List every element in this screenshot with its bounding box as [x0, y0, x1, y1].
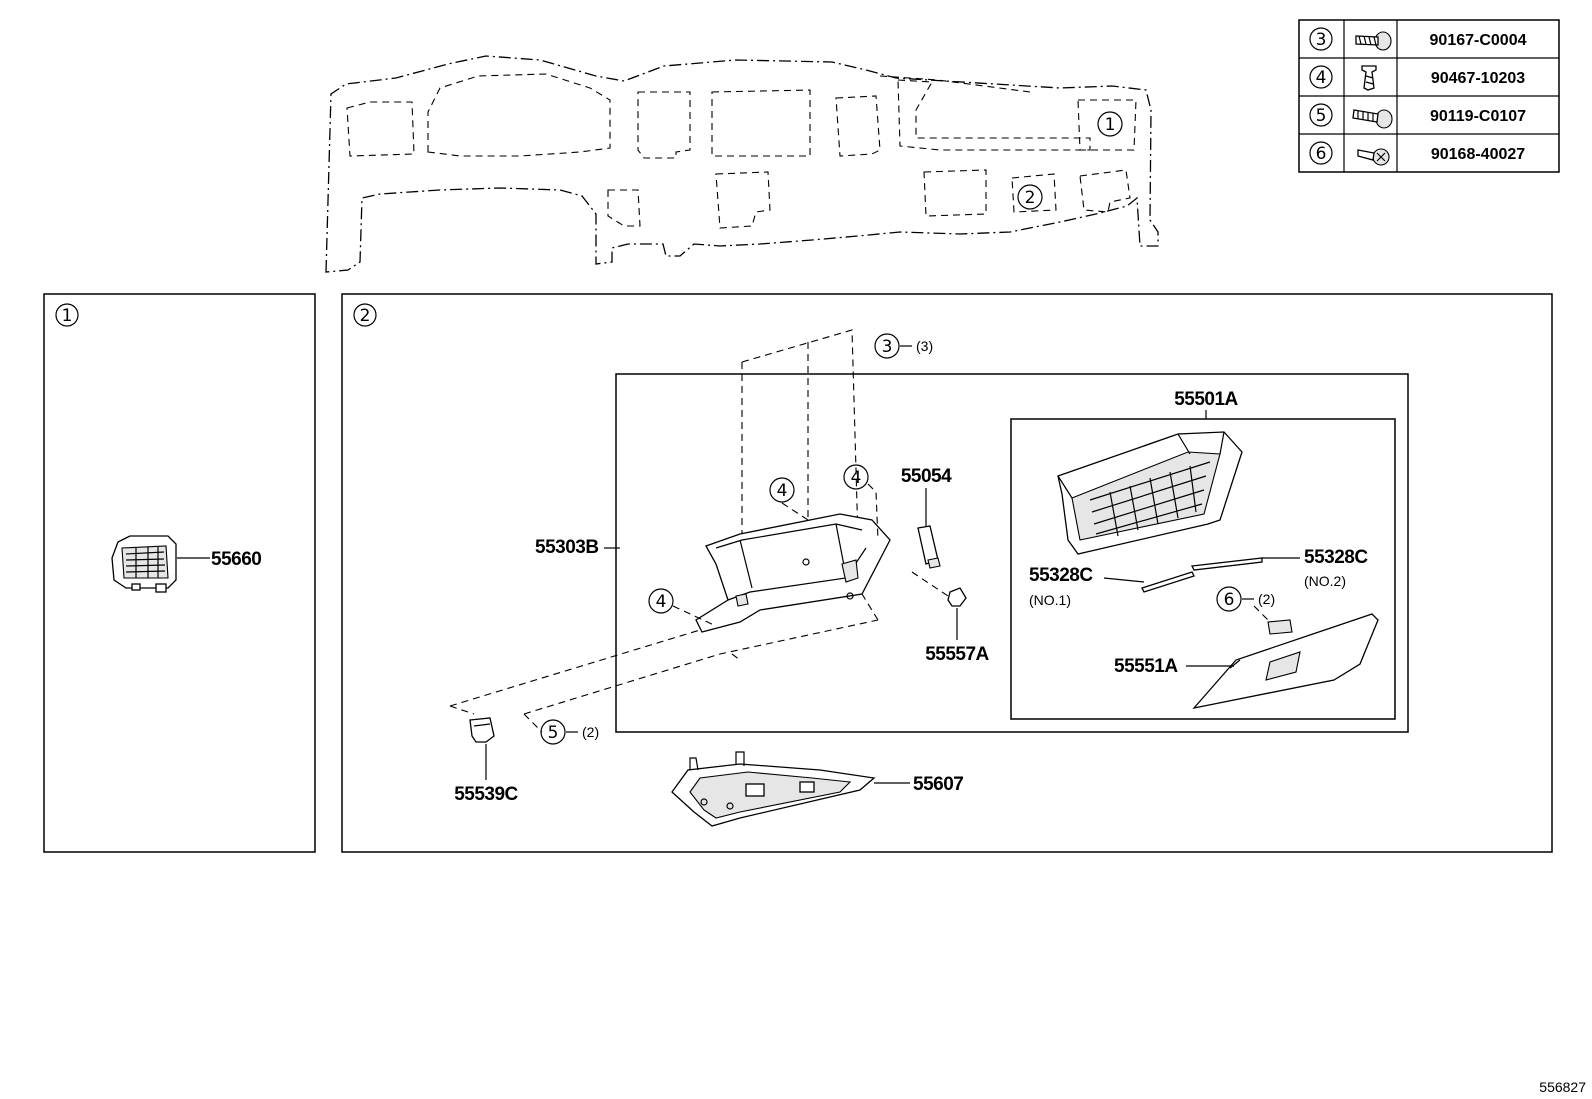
glove-box-door-part	[1057, 431, 1243, 555]
callout-3: 3	[882, 337, 893, 357]
callout-6-qty: (2)	[1258, 591, 1275, 607]
part-number-55551A: 55551A	[1114, 656, 1178, 677]
damper-part-55054	[917, 525, 941, 569]
part-number-55303B: 55303B	[535, 537, 599, 558]
callout-3-qty: (3)	[916, 338, 933, 354]
clip-icon	[1361, 65, 1377, 91]
air-vent-part	[111, 535, 177, 593]
part-number-55660: 55660	[211, 549, 261, 570]
part-number-55328C-no2-note: (NO.2)	[1304, 573, 1346, 589]
part-number-55501A: 55501A	[1174, 389, 1238, 410]
callout-5-qty: (2)	[582, 724, 599, 740]
bolt-washer-icon	[1352, 109, 1393, 129]
part-number-55328C-no1: 55328C	[1029, 565, 1093, 586]
callout-6: 6	[1224, 590, 1235, 610]
fastener-table: 3 90167-C0004 4 90467-10203 5	[1298, 19, 1560, 173]
part-number-55607: 55607	[913, 774, 963, 795]
fastener-part-number: 90119-C0107	[1430, 108, 1526, 125]
part-number-55557A: 55557A	[925, 644, 989, 665]
bolt-washer-icon	[1355, 31, 1392, 51]
callout-4-upper-left: 4	[777, 481, 788, 501]
stopper-part-55557A	[947, 587, 967, 607]
diagram-id: 556827	[1539, 1079, 1586, 1095]
fastener-ref: 4	[1316, 68, 1327, 88]
panel-2-ref: 2	[360, 306, 371, 326]
fastener-part-number: 90167-C0004	[1430, 32, 1527, 49]
fastener-row: 4 90467-10203	[1309, 65, 1525, 91]
fastener-part-number: 90467-10203	[1431, 70, 1525, 87]
lower-cover-part-55607	[671, 751, 876, 827]
fastener-row: 5 90119-C0107	[1309, 103, 1526, 129]
fastener-ref: 5	[1316, 106, 1327, 126]
part-number-55328C-no2: 55328C	[1304, 547, 1368, 568]
panel-1-ref: 1	[62, 306, 73, 326]
panel-1: 1 55660	[43, 293, 316, 853]
glove-box-outer-panel	[1192, 613, 1379, 710]
part-number-55054: 55054	[901, 466, 952, 487]
dash-callout-2: 2	[1025, 188, 1036, 208]
callout-5: 5	[548, 723, 559, 743]
callout-4-upper-right: 4	[851, 468, 862, 488]
fastener-ref: 6	[1316, 144, 1327, 164]
instrument-panel-outline: 1 2	[325, 55, 1159, 273]
clip-part-55539C	[469, 717, 495, 743]
fastener-row: 6 90168-40027	[1309, 141, 1525, 166]
part-number-55539C: 55539C	[454, 784, 518, 805]
panel-2: 2 55501A 3 (3) 55303B 4	[341, 293, 1553, 853]
fastener-row: 3 90167-C0004	[1309, 27, 1527, 51]
screw-icon	[1357, 148, 1390, 166]
fastener-part-number: 90168-40027	[1431, 146, 1525, 163]
part-number-55328C-no1-note: (NO.1)	[1029, 592, 1071, 608]
dash-callout-1: 1	[1105, 115, 1116, 135]
callout-4-lower: 4	[656, 592, 667, 612]
fastener-ref: 3	[1316, 30, 1327, 50]
glove-box-frame-part	[695, 513, 891, 633]
